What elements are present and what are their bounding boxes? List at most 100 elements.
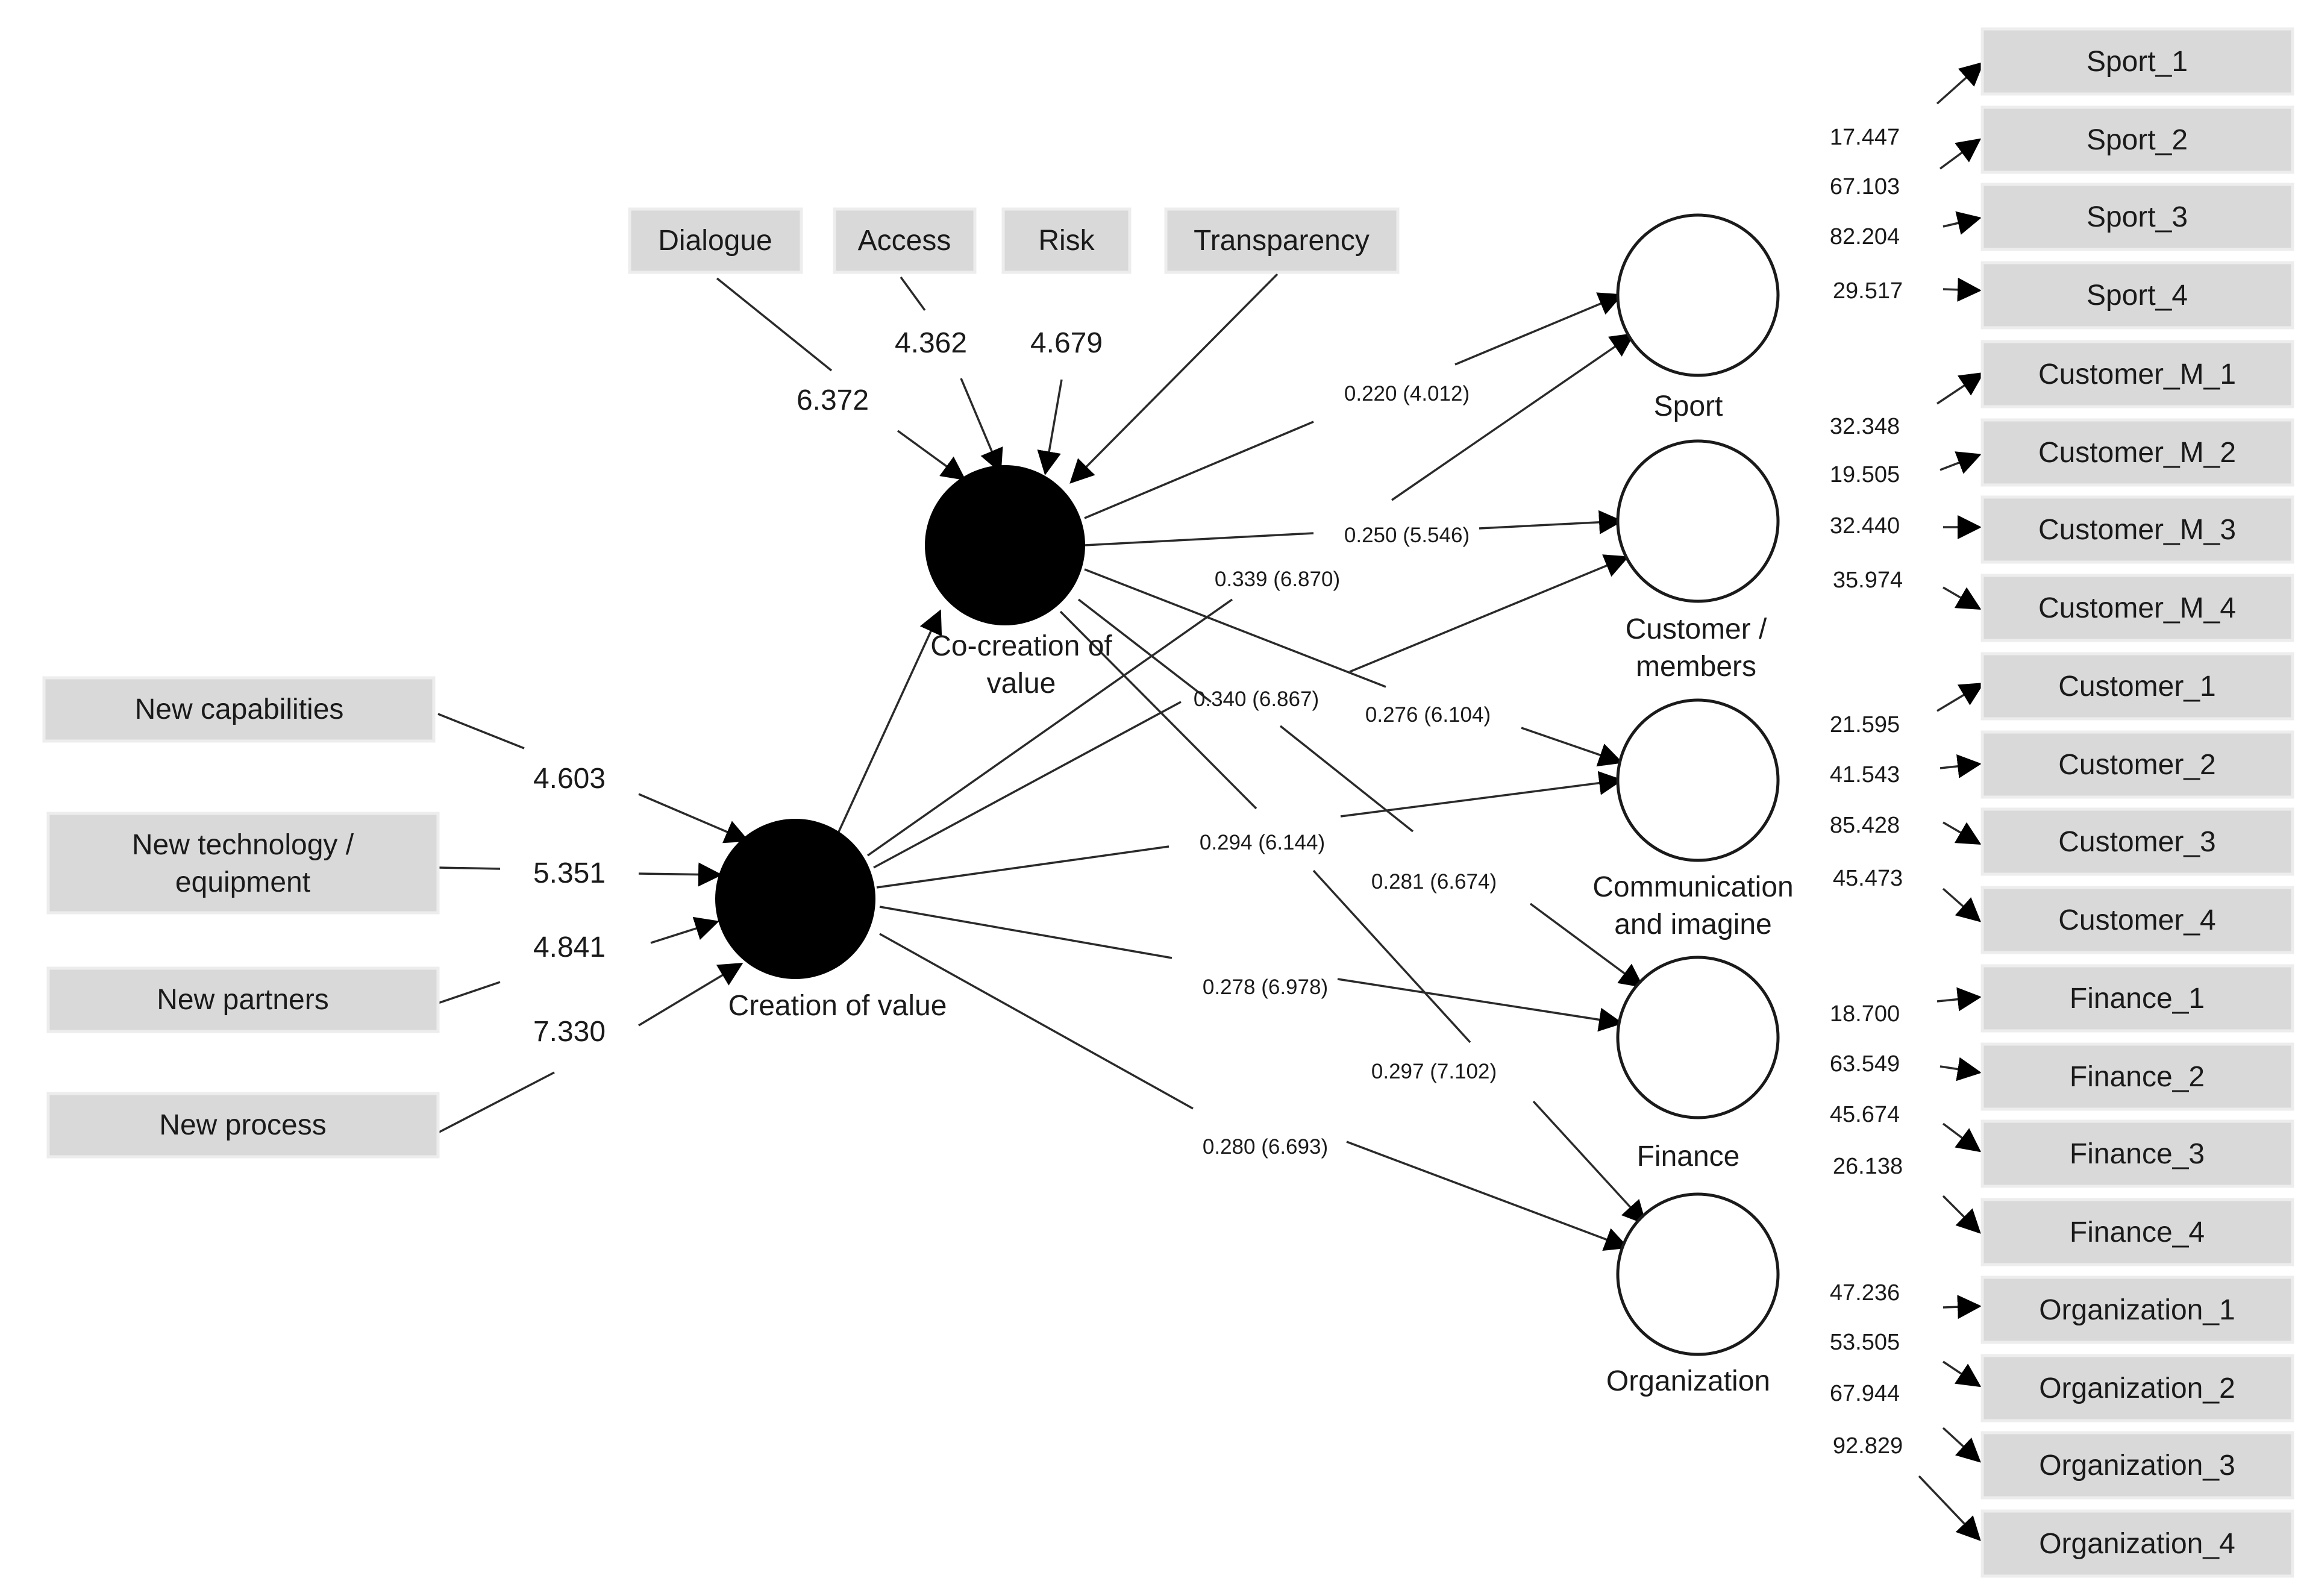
svg-text:Transparency: Transparency — [1194, 225, 1370, 257]
edge-cre-finance — [879, 906, 1172, 959]
svg-text:Finance_3: Finance_3 — [2070, 1138, 2205, 1170]
svg-text:Customer_M_2: Customer_M_2 — [2038, 437, 2236, 469]
svg-text:Sport_2: Sport_2 — [2087, 124, 2188, 156]
edge-or-4 — [1918, 1475, 1981, 1541]
svg-text:New process: New process — [159, 1109, 326, 1141]
edge-fi-2 — [1940, 1057, 1982, 1081]
indicator-co-2: Customer_2 — [1980, 730, 2294, 799]
edge-co-1 — [1936, 682, 1985, 712]
indicator-or-3: Organization_3 — [1980, 1431, 2294, 1500]
svg-text:Customer_2: Customer_2 — [2058, 749, 2215, 781]
loading-sport-2: 67.103 — [1830, 174, 1900, 199]
edge-sport-1 — [1936, 61, 1984, 105]
svg-text:Organization_1: Organization_1 — [2039, 1294, 2235, 1326]
edge-access — [900, 276, 926, 311]
edge-cm-2 — [1940, 451, 1982, 474]
svg-text:Sport_4: Sport_4 — [2087, 280, 2188, 311]
communication-label-1: Communication — [1592, 871, 1793, 903]
loading-sport-4: 29.517 — [1833, 278, 1903, 304]
coef-coc-comm: 0.276 (6.104) — [1365, 703, 1491, 727]
edge-or-2 — [1943, 1360, 1982, 1388]
svg-text:Customer_M_3: Customer_M_3 — [2038, 514, 2236, 546]
edge-technology-b — [638, 862, 722, 887]
loading-cm-3: 32.440 — [1830, 513, 1900, 539]
edge-coc-finance-c — [1529, 903, 1644, 988]
edge-cre-comm — [876, 845, 1169, 889]
edge-technology — [437, 866, 501, 870]
edge-cre-org-b — [1346, 1141, 1629, 1251]
indicator-cm-2: Customer_M_2 — [1980, 418, 2294, 487]
edge-sport-4 — [1943, 277, 1982, 302]
indicator-co-4: Customer_4 — [1980, 886, 2294, 954]
svg-text:Organization_2: Organization_2 — [2039, 1372, 2235, 1404]
edge-coc-sport-b — [1454, 292, 1623, 366]
indicator-sport-4: Sport_4 — [1980, 261, 2294, 330]
latent-organization-node — [1616, 1192, 1780, 1356]
edge-coc-org-c — [1532, 1100, 1647, 1225]
svg-text:Customer_M_4: Customer_M_4 — [2038, 592, 2236, 624]
cocreation-label-2: value — [987, 668, 1056, 699]
loading-co-3: 85.428 — [1830, 813, 1900, 838]
customer-members-label-2: members — [1636, 651, 1756, 683]
weight-risk: 4.679 — [1030, 327, 1103, 359]
loading-or-3: 67.944 — [1830, 1381, 1900, 1406]
coef-cre-customer: 0.340 (6.867) — [1194, 687, 1319, 711]
svg-text:Organization_3: Organization_3 — [2039, 1450, 2235, 1482]
edge-cre-customer-b — [1349, 554, 1629, 673]
loading-fi-3: 45.674 — [1830, 1102, 1900, 1127]
edge-coc-finance-b — [1279, 725, 1414, 833]
edge-cre-sport-a — [866, 598, 1233, 857]
weight-new-partners: 4.841 — [533, 931, 606, 963]
edge-coc-org — [1059, 610, 1257, 810]
indicator-cm-4: Customer_M_4 — [1980, 574, 2294, 642]
edge-co-4 — [1942, 887, 1981, 922]
svg-text:New capabilities: New capabilities — [135, 693, 344, 725]
coef-cre-finance: 0.278 (6.978) — [1203, 975, 1328, 999]
indicator-new-capabilities: New capabilities — [42, 676, 436, 743]
loading-fi-1: 18.700 — [1830, 1001, 1900, 1027]
edge-coc-org-b — [1312, 869, 1471, 1044]
edge-co-3 — [1943, 821, 1982, 845]
edge-access-b — [960, 378, 1003, 474]
edge-coc-sport — [1084, 421, 1314, 519]
loading-or-1: 47.236 — [1830, 1280, 1900, 1306]
coef-cre-comm: 0.294 (6.144) — [1200, 831, 1325, 854]
loading-or-2: 53.505 — [1830, 1330, 1900, 1355]
coef-cre-coc: 0.339 (6.870) — [1215, 568, 1340, 591]
loading-sport-1: 17.447 — [1830, 125, 1900, 150]
creation-label: Creation of value — [728, 990, 947, 1022]
edge-or-1 — [1943, 1295, 1982, 1319]
svg-text:Dialogue: Dialogue — [658, 225, 772, 257]
indicator-or-2: Organization_2 — [1980, 1354, 2294, 1422]
svg-text:Finance_2: Finance_2 — [2070, 1061, 2205, 1093]
loading-cm-1: 32.348 — [1830, 414, 1900, 439]
svg-text:Risk: Risk — [1038, 225, 1095, 257]
indicator-or-1: Organization_1 — [1980, 1275, 2294, 1344]
edge-cre-customer — [873, 701, 1182, 869]
weight-new-capabilities: 4.603 — [533, 763, 606, 795]
edge-coc-customer — [1084, 532, 1314, 546]
latent-communication-node — [1616, 698, 1780, 862]
edge-dialogue-b — [897, 430, 966, 481]
finance-label: Finance — [1637, 1141, 1740, 1172]
customer-members-label-1: Customer / — [1626, 613, 1767, 645]
path-edges — [437, 61, 1985, 1541]
edge-risk — [1037, 379, 1063, 475]
edge-coc-finance — [1077, 598, 1212, 703]
svg-text:Finance_1: Finance_1 — [2070, 983, 2205, 1015]
indicator-co-1: Customer_1 — [1980, 652, 2294, 721]
svg-text:Sport_3: Sport_3 — [2087, 201, 2188, 233]
svg-text:Finance_4: Finance_4 — [2070, 1216, 2205, 1248]
indicator-sport-2: Sport_2 — [1980, 105, 2294, 174]
loading-cm-2: 19.505 — [1830, 462, 1900, 487]
weight-new-process: 7.330 — [533, 1016, 606, 1048]
edge-capabilities — [437, 713, 525, 749]
organization-label: Organization — [1606, 1365, 1770, 1397]
indicator-cm-3: Customer_M_3 — [1980, 495, 2294, 564]
edge-cm-1 — [1936, 372, 1985, 405]
indicator-risk: Risk — [1001, 207, 1132, 274]
tech-label-line1: New technology / — [132, 829, 354, 861]
sport-label: Sport — [1654, 390, 1723, 422]
edge-process-b — [638, 962, 744, 1027]
svg-text:Customer_3: Customer_3 — [2058, 826, 2215, 858]
